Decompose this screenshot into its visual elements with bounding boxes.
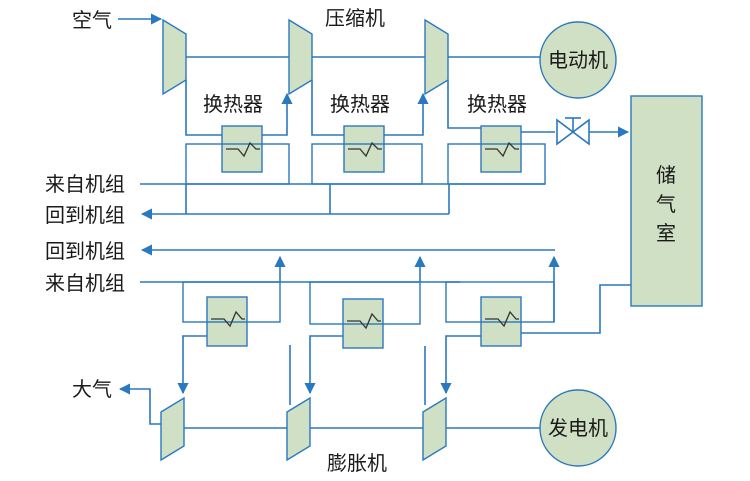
exp-air-3: [440, 335, 481, 395]
air-in-label: 空气: [72, 8, 112, 32]
hx-top-1: [185, 125, 290, 185]
exhaust-arrow: [118, 383, 161, 425]
expander-stage-1: [160, 396, 185, 462]
generator-label: 发电机: [548, 416, 608, 440]
exp-air-1: [177, 335, 207, 395]
expander-stage-2: [286, 396, 311, 462]
compressor-label: 压缩机: [325, 6, 385, 30]
hx-top-2: [311, 125, 423, 185]
from-unit-label-bottom: 来自机组: [45, 271, 125, 295]
motor-label: 电动机: [548, 48, 608, 72]
hx-label-top-2: 换热器: [330, 92, 390, 116]
air-path-1b: [262, 92, 293, 136]
air-path-2a: [311, 80, 344, 136]
expander-label: 膨胀机: [327, 451, 387, 475]
generator-circle: [539, 389, 617, 467]
valve-right: [571, 118, 590, 146]
from-unit-label-top: 来自机组: [45, 172, 125, 196]
motor-circle: [539, 21, 617, 99]
exp-air-2: [304, 335, 343, 395]
hx-label-top-1: 换热器: [203, 92, 263, 116]
compressor-stage-3: [424, 18, 449, 96]
compressor-stage-1: [162, 18, 187, 96]
hx-bottom-3: [445, 281, 555, 347]
back-unit-label-top: 回到机组: [45, 203, 125, 227]
hx-bottom-1: [182, 281, 281, 347]
hx-bottom-2: [309, 281, 421, 349]
storage-char-1: 储: [656, 163, 676, 187]
expander-stage-3: [422, 396, 447, 462]
storage-char-2: 气: [656, 192, 676, 216]
air-path-1a: [185, 80, 222, 136]
hx-label-top-3: 换热器: [467, 92, 527, 116]
atmosphere-label: 大气: [72, 377, 112, 401]
compressor-stage-2: [288, 18, 313, 96]
storage-tank: [630, 95, 703, 307]
hx-top-3: [447, 125, 546, 185]
air-path-3a: [447, 80, 481, 129]
storage-outlet: [521, 284, 631, 334]
air-path-2b: [384, 92, 429, 136]
valve-left: [556, 118, 575, 146]
back-unit-label-bottom: 回到机组: [45, 239, 125, 263]
storage-char-3: 室: [656, 221, 676, 245]
